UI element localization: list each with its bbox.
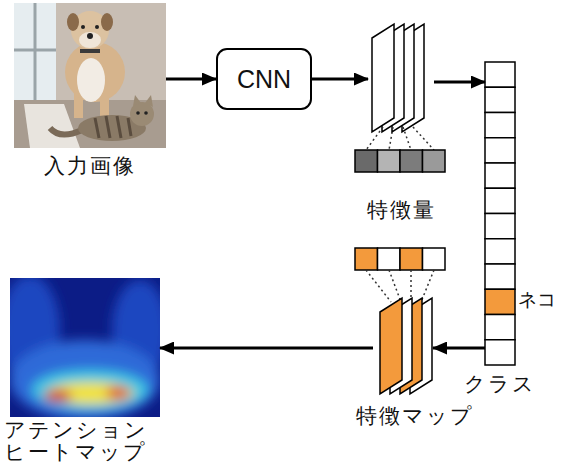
dog-ear [67, 13, 79, 31]
dog-body [65, 42, 125, 102]
cat-stripes [95, 116, 131, 138]
dog-collar [80, 49, 100, 53]
dotted-leader [410, 270, 412, 302]
dotted-leader [366, 270, 391, 302]
cat-ear [133, 95, 141, 106]
window [14, 3, 56, 103]
vector-cell [423, 150, 446, 172]
class-cell [485, 214, 515, 239]
flow-arrow [312, 78, 368, 81]
class-cell [485, 315, 515, 340]
map-leaders [366, 270, 434, 302]
class-cell [485, 264, 515, 289]
class-cell [485, 113, 515, 138]
dog-chest [77, 58, 105, 102]
class-cell-active [485, 289, 515, 314]
window-frame [14, 49, 56, 52]
feature-label-holder: 特徴量 [367, 196, 436, 224]
dotted-leader [389, 270, 401, 302]
dog-eye [81, 25, 85, 29]
class-cell [485, 188, 515, 213]
sunlight [24, 104, 80, 148]
class-name-holder: ネコ [518, 287, 556, 313]
feature-sheet [372, 24, 394, 132]
class-name: ネコ [518, 288, 556, 310]
dog-eye [95, 25, 99, 29]
heatmap-node: アテンション ヒートマップ [10, 278, 160, 417]
dotted-leader [403, 127, 411, 150]
wall [14, 3, 166, 148]
weight-vector [355, 248, 445, 270]
vector-cell [355, 248, 378, 270]
flow-arrow [166, 78, 216, 81]
dotted-leader [413, 127, 434, 150]
vector-cell [378, 150, 401, 172]
class-cell [485, 138, 515, 163]
cat-eye [136, 111, 140, 115]
heatmap-label: アテンション ヒートマップ [4, 418, 148, 464]
image-label: 入力画像 [44, 154, 136, 178]
feature-label: 特徴量 [367, 198, 436, 222]
feature-stack-node: 特徴量 [368, 22, 434, 150]
cat-ear [145, 95, 153, 107]
feature-map-node: 特徴マップ [373, 295, 433, 395]
dotted-leader [389, 127, 393, 150]
vector-cell [355, 150, 378, 172]
class-cell [485, 87, 515, 112]
heat-blob [106, 387, 130, 399]
class-label: クラス [464, 372, 536, 396]
dog-nose [87, 33, 93, 39]
class-cell [485, 340, 515, 365]
heat-blob [44, 390, 72, 402]
class-cell [485, 62, 515, 87]
flow-arrow [160, 347, 373, 350]
heat-blob [32, 370, 148, 410]
process-label: CNN [237, 65, 291, 94]
image-label-holder: 入力画像 [44, 152, 136, 180]
heat-blobs [10, 278, 160, 417]
map-sheet [380, 298, 402, 394]
input-image: 入力画像 [14, 3, 166, 148]
feature-stack [372, 24, 424, 132]
heatmap [10, 278, 160, 417]
vector-cell [400, 150, 423, 172]
heat-blob [10, 340, 160, 417]
cat-eye [144, 111, 148, 115]
class-column-node: ネコクラス [485, 62, 515, 365]
dog-muzzle [79, 32, 101, 48]
heatmap-label-holder: アテンション ヒートマップ [4, 419, 149, 463]
feature-map-label: 特徴マップ [356, 404, 474, 428]
window-frame [34, 3, 37, 103]
class-cell [485, 163, 515, 188]
flow-arrow [434, 81, 485, 84]
flow-arrow [433, 347, 485, 350]
vector-cell [378, 248, 401, 270]
dog-ear [101, 13, 113, 31]
feature-leaders [366, 127, 434, 150]
floor [14, 100, 166, 148]
feature-map-label-holder: 特徴マップ [356, 402, 474, 430]
dotted-leader [366, 127, 383, 150]
cat-tail [50, 128, 82, 135]
class-label-holder: クラス [464, 370, 536, 398]
vector-cell [423, 248, 446, 270]
class-cell [485, 239, 515, 264]
feature-map-stack [380, 298, 432, 394]
input-photo [14, 3, 166, 148]
vector-cell [400, 248, 423, 270]
process-box: CNN [216, 48, 312, 110]
class-column [485, 62, 515, 365]
feature-vector [355, 150, 445, 172]
